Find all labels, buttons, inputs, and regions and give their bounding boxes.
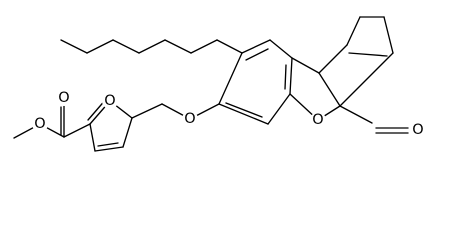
ether-oxygen: O (182, 111, 198, 127)
lactone-ring-oxygen: O (310, 112, 326, 128)
lactone-carbonyl-oxygen: O (410, 122, 426, 138)
ester-single-oxygen: O (32, 116, 48, 132)
furan-oxygen-label: O (104, 93, 115, 109)
atom-labels: O O O O O O (32, 90, 426, 138)
lactone-ring-oxygen-label: O (312, 112, 323, 128)
ether-oxygen-label: O (184, 111, 195, 127)
chemical-structure-diagram: O O O O O O (13, 16, 426, 152)
lactone-carbonyl-oxygen-label: O (412, 122, 423, 138)
ester-single-oxygen-label: O (34, 116, 45, 132)
ester-carbonyl-oxygen: O (56, 90, 72, 106)
furan-oxygen: O (102, 93, 118, 109)
ester-carbonyl-oxygen-label: O (58, 90, 69, 106)
bond-lines (13, 16, 409, 152)
